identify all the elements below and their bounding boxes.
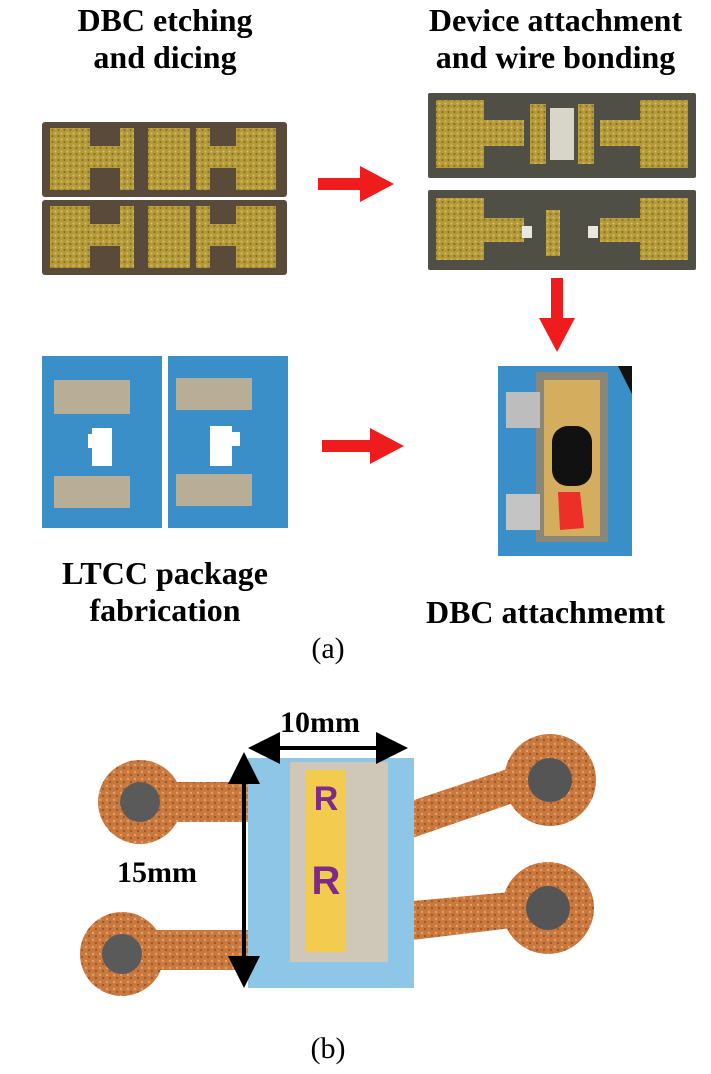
step-label-etching-line2: and dicing <box>93 39 237 76</box>
step-label-ltcc: LTCC package fabrication <box>0 555 330 629</box>
dimension-height-label: 15mm <box>117 856 197 889</box>
arrow-down <box>539 278 575 352</box>
arrow-right-2 <box>322 428 404 464</box>
step-label-dbc-attachment: DBC attachmemt <box>380 594 711 631</box>
step-label-attachment-line2: and wire bonding <box>435 39 676 76</box>
step-label-attachment: Device attachment and wire bonding <box>400 2 711 76</box>
caption-b: (b) <box>310 1032 346 1065</box>
dbc-etched-substrates <box>42 122 287 275</box>
step-label-dbc-line1: DBC attachmemt <box>425 594 666 630</box>
step-label-etching-line1: DBC etching <box>77 2 253 38</box>
step-label-ltcc-line1: LTCC package <box>62 555 268 591</box>
step-label-etching: DBC etching and dicing <box>0 2 330 76</box>
dbc-attached-package <box>498 366 632 556</box>
arrow-right-1 <box>318 166 394 202</box>
step-label-attachment-line1: Device attachment <box>428 2 683 38</box>
ltcc-packages <box>42 356 288 528</box>
step-label-ltcc-line2: fabrication <box>89 592 241 629</box>
caption-a: (a) <box>311 632 345 665</box>
chip-marking-bottom: R <box>312 859 341 903</box>
packaged-device-photo <box>80 734 596 996</box>
dbc-with-devices <box>428 93 696 270</box>
chip-marking-top: R <box>314 780 339 818</box>
